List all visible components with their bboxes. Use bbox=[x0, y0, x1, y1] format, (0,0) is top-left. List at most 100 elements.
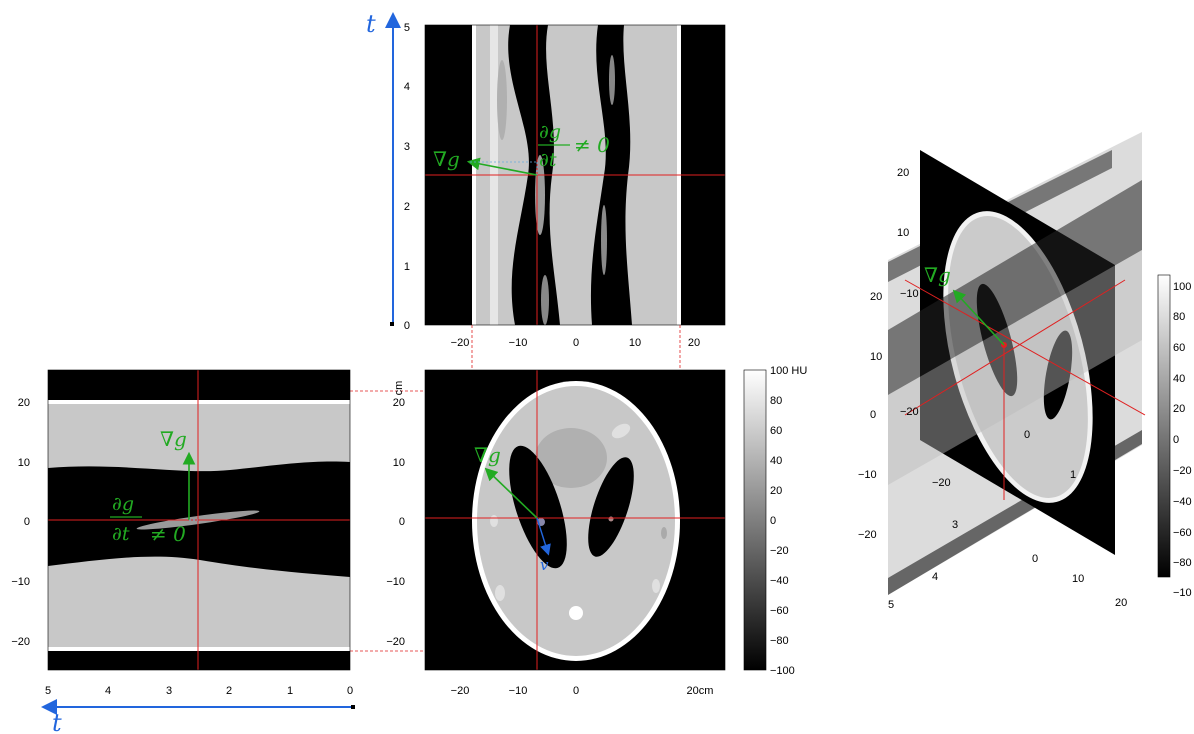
tick-label: 4 bbox=[404, 81, 410, 93]
tick-label: −20 bbox=[1173, 465, 1192, 477]
tick-label: −80 bbox=[1173, 557, 1192, 569]
top-panel-x-ticks: −20 −10 0 10 20 bbox=[451, 337, 700, 349]
top-t-axis-symbol: t bbox=[366, 10, 376, 38]
center-panel-y-ticks: 20 10 0 −10 −20 bbox=[386, 397, 405, 648]
center-panel-x-ticks: −20 −10 0 20cm bbox=[451, 685, 714, 697]
tick-label: −10 bbox=[509, 337, 528, 349]
3d-colorbar-ticks: 100 80 60 40 20 0 −20 −40 −60 −80 −10 bbox=[1173, 281, 1192, 599]
tick-label: 4 bbox=[932, 571, 938, 583]
tick-label: 10 bbox=[870, 351, 882, 363]
tick-label: 0 bbox=[1024, 429, 1030, 441]
tick-label: 20 bbox=[870, 291, 882, 303]
3d-gradient-label: ∇g bbox=[924, 263, 951, 287]
tick-label: 3 bbox=[166, 685, 172, 697]
top-panel bbox=[425, 25, 725, 325]
tick-label: 5 bbox=[404, 22, 410, 34]
tick-label: 80 bbox=[770, 395, 782, 407]
left-panel bbox=[48, 370, 350, 670]
tick-label: 60 bbox=[1173, 342, 1185, 354]
tick-label: 10 bbox=[897, 227, 909, 239]
tick-label: 20 bbox=[1173, 403, 1185, 415]
tick-label: 20 bbox=[770, 485, 782, 497]
tick-label: 20cm bbox=[687, 685, 714, 697]
tick-label: −20 bbox=[900, 406, 919, 418]
tick-label: 40 bbox=[1173, 373, 1185, 385]
center-colorbar-ticks: 100 HU 80 60 40 20 0 −20 −40 −60 −80 −10… bbox=[770, 365, 807, 677]
top-panel-y-ticks: 0 1 2 3 4 5 bbox=[404, 22, 410, 332]
phantom-dark-ellipse-left bbox=[509, 445, 567, 569]
tick-label: 5 bbox=[45, 685, 51, 697]
tick-label: 1 bbox=[404, 261, 410, 273]
tick-label: 0 bbox=[404, 320, 410, 332]
top-partial-neq: ≠ 0 bbox=[574, 133, 610, 157]
tick-label: 40 bbox=[770, 455, 782, 467]
tick-label: 3 bbox=[952, 519, 958, 531]
tick-label: −40 bbox=[1173, 496, 1192, 508]
left-panel-x-ticks: 5 4 3 2 1 0 bbox=[45, 685, 353, 697]
tick-label: −20 bbox=[932, 477, 951, 489]
tick-label: −20 bbox=[11, 636, 30, 648]
tick-label: 2 bbox=[404, 201, 410, 213]
tick-label: 0 bbox=[399, 516, 405, 528]
tick-label: 20 bbox=[18, 397, 30, 409]
tick-label: −20 bbox=[451, 337, 470, 349]
tick-label: 10 bbox=[629, 337, 641, 349]
tick-label: 60 bbox=[770, 425, 782, 437]
connector-lines bbox=[350, 325, 681, 652]
center-velocity-label: v bbox=[540, 556, 549, 574]
tick-label: −10 bbox=[900, 288, 919, 300]
tick-label: 0 bbox=[573, 337, 579, 349]
tick-label: 80 bbox=[1173, 311, 1185, 323]
tick-label: −20 bbox=[770, 545, 789, 557]
top-partial-numerator: ∂g bbox=[539, 121, 561, 143]
top-panel-annotations: ∇g ∂g ∂t ≠ 0 bbox=[433, 121, 610, 176]
tick-label: 1 bbox=[287, 685, 293, 697]
tick-label: 0 bbox=[870, 409, 876, 421]
top-gradient-label: ∇g bbox=[433, 147, 460, 171]
tick-label: 20 bbox=[688, 337, 700, 349]
tick-label: −60 bbox=[1173, 527, 1192, 539]
3d-gradient-arrow bbox=[952, 289, 1005, 346]
tick-label: 5 bbox=[888, 599, 894, 611]
tick-label: 10 bbox=[18, 457, 30, 469]
top-gradient-arrow bbox=[466, 157, 538, 176]
tick-label: −20 bbox=[858, 529, 877, 541]
tick-label: 4 bbox=[105, 685, 111, 697]
tick-label: 100 HU bbox=[770, 365, 807, 377]
tick-label: −10 bbox=[509, 685, 528, 697]
phantom-dark-ellipse-right bbox=[588, 457, 634, 557]
tick-label: −10 bbox=[968, 457, 987, 469]
tick-label: −100 bbox=[770, 665, 795, 677]
tick-label: 20 bbox=[897, 167, 909, 179]
left-t-axis-symbol: t bbox=[52, 709, 62, 734]
center-panel bbox=[425, 370, 725, 670]
tick-label: 3 bbox=[404, 141, 410, 153]
tick-label: 0 bbox=[770, 515, 776, 527]
tick-label: 100 bbox=[1173, 281, 1191, 293]
tick-label: 0 bbox=[573, 685, 579, 697]
left-partial-numerator: ∂g bbox=[112, 493, 134, 515]
tick-label: 0 bbox=[24, 516, 30, 528]
tick-label: −10 bbox=[1173, 587, 1192, 599]
tick-label: 10 bbox=[393, 457, 405, 469]
left-partial-neq: ≠ 0 bbox=[150, 522, 186, 546]
right-3d-tick-labels: 20 10 20 10 0 −10 −20 −10 −20 −20 −10 0 … bbox=[858, 167, 1127, 611]
center-velocity-arrow bbox=[536, 517, 551, 556]
tick-label: 2 bbox=[226, 685, 232, 697]
tick-label: −20 bbox=[386, 636, 405, 648]
tick-label: −10 bbox=[858, 469, 877, 481]
tick-label: −40 bbox=[770, 575, 789, 587]
tick-label: −10 bbox=[11, 576, 30, 588]
tick-label: 0 bbox=[1173, 434, 1179, 446]
center-gradient-label: ∇g bbox=[474, 443, 501, 467]
right-3d-view: ∇g bbox=[888, 132, 1146, 595]
left-panel-annotations: ∇g ∂g ∂t ≠ 0 bbox=[110, 427, 198, 546]
tick-label: 10 bbox=[1072, 573, 1084, 585]
3d-colorbar bbox=[1157, 274, 1171, 578]
center-gradient-arrow bbox=[484, 467, 538, 519]
left-panel-y-ticks: 20 10 0 −10 −20 bbox=[11, 397, 30, 648]
tick-label: 0 bbox=[347, 685, 353, 697]
center-panel-annotations: ∇g v bbox=[474, 443, 551, 574]
tick-label: −80 bbox=[770, 635, 789, 647]
